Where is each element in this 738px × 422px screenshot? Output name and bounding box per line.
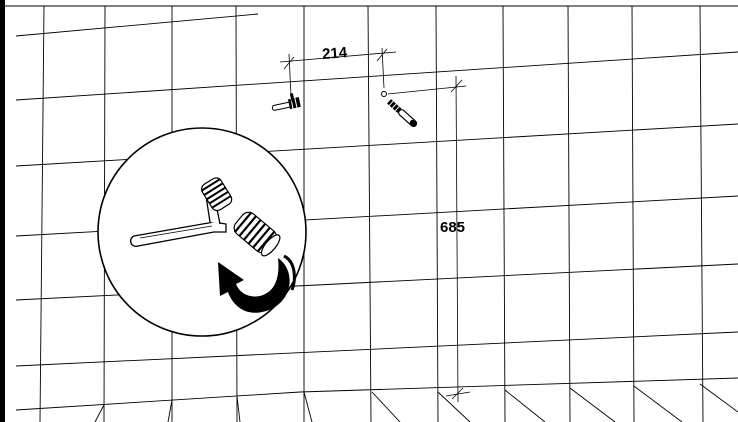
detail-magnifier	[97, 127, 307, 337]
frame-left-border	[0, 0, 5, 422]
bracket-plate	[130, 221, 227, 248]
vertical-dimension: 685	[387, 75, 471, 403]
drill-hole-icon	[381, 91, 387, 97]
wall-plug-icon	[387, 99, 418, 128]
dimension-label-vertical: 685	[440, 219, 465, 236]
dimension-label-horizontal: 214	[322, 44, 349, 63]
screw-thread-lower	[233, 211, 281, 257]
rotate-arrow-icon	[218, 258, 290, 313]
screw-thread-upper	[200, 177, 233, 212]
horizontal-dimension: 214	[279, 44, 397, 97]
screw-anchor-icon	[271, 93, 301, 111]
